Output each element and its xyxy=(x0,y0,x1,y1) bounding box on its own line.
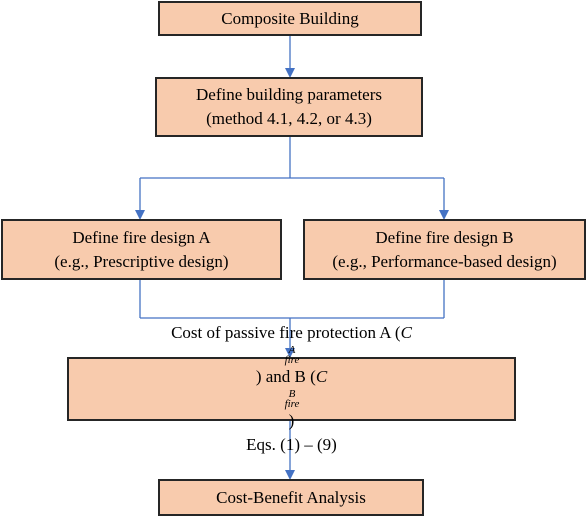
fire-b-label-line1: Define fire design B xyxy=(375,227,514,247)
params-label-line2: (method 4.1, 4.2, or 4.3) xyxy=(206,109,372,128)
fire-a-label-line1: Define fire design A xyxy=(72,227,211,247)
cost-suffix: ) xyxy=(288,411,295,430)
box-cost-benefit-analysis: Cost-Benefit Analysis xyxy=(158,479,424,516)
box-fire-design-a: Define fire design A (e.g., Prescriptive… xyxy=(1,219,282,280)
composite-label: Composite Building xyxy=(221,8,359,28)
box-fire-design-b: Define fire design B (e.g., Performance-… xyxy=(303,219,586,280)
fire-a-label-line2: (e.g., Prescriptive design) xyxy=(54,251,229,271)
cost-label-line2: Eqs. (1) – (9) xyxy=(246,435,337,454)
box-composite-building: Composite Building xyxy=(158,1,422,36)
cost-prefix: Cost of passive fire protection A ( xyxy=(171,323,401,342)
cba-label: Cost-Benefit Analysis xyxy=(216,487,366,507)
cost-mid: ) and B ( xyxy=(255,367,316,386)
box-building-parameters: Define building parameters (method 4.1, … xyxy=(155,77,423,137)
params-label-line1: Define building parameters xyxy=(196,85,382,104)
fire-b-label-line2: (e.g., Performance-based design) xyxy=(332,251,557,271)
